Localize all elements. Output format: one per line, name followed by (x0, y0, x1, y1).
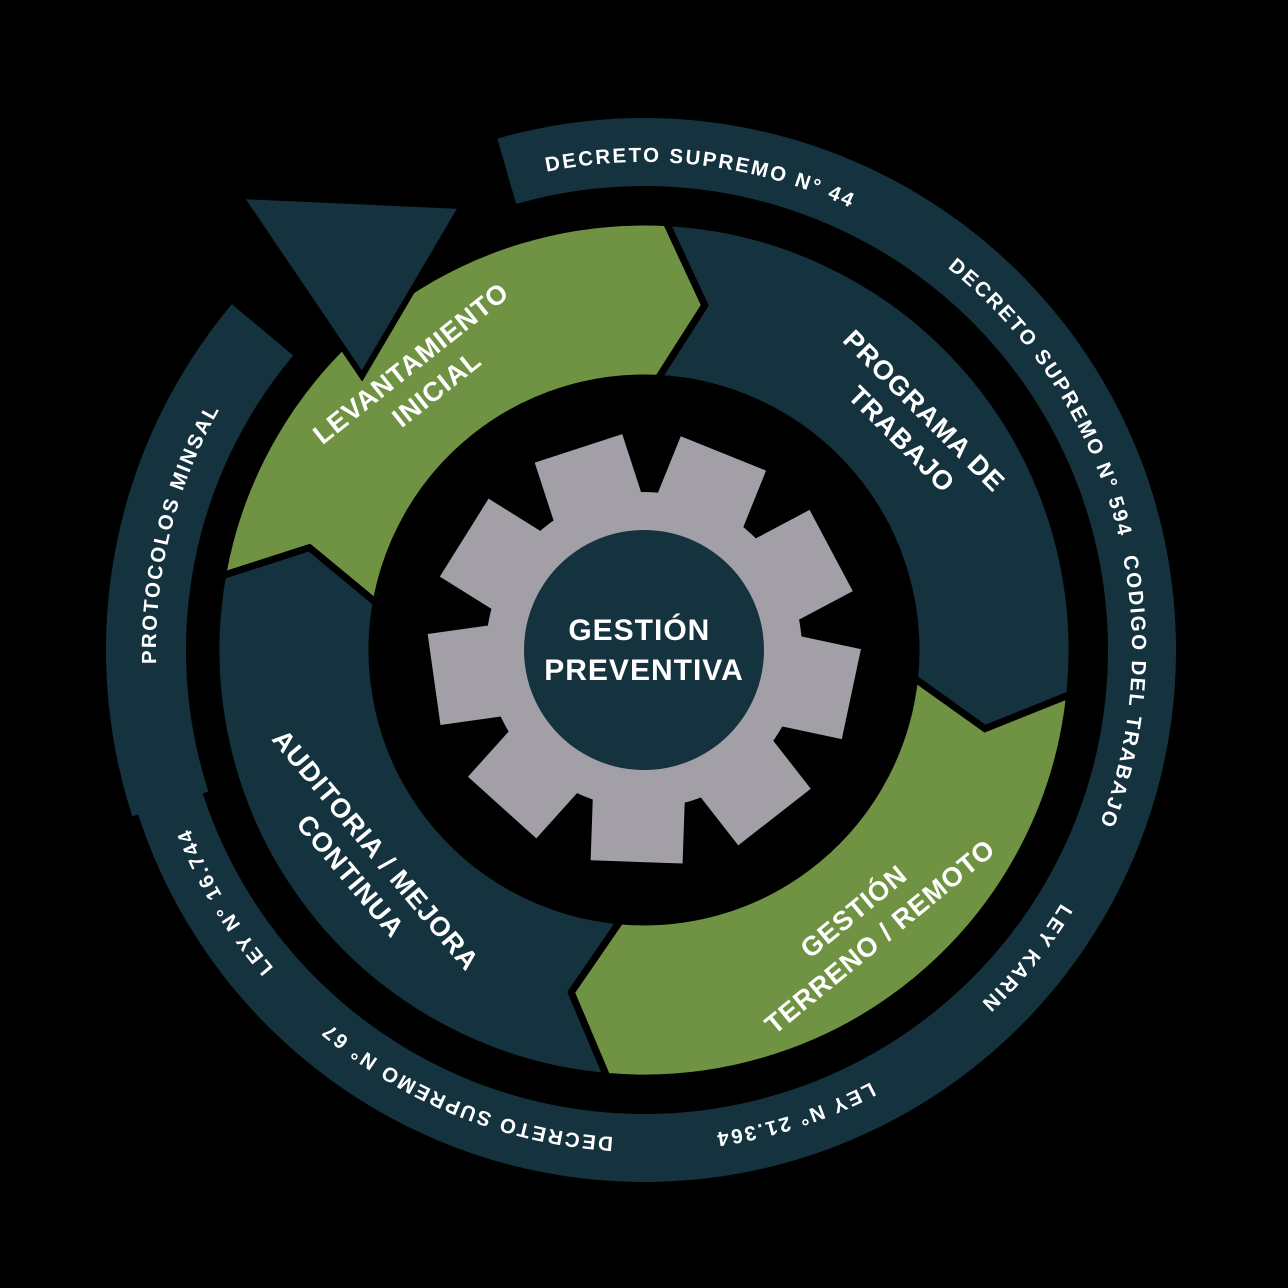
center-hub-label: GESTIÓN PREVENTIVA (544, 613, 743, 687)
segment-programa-de-trabajo (652, 218, 1076, 733)
center-hub-circle (524, 530, 764, 770)
segment-levantamiento-inicial (218, 218, 709, 610)
segment-gestion-terreno-remoto (567, 672, 1074, 1082)
cycle-continue-arrow-head (234, 192, 468, 382)
segment-auditoria-mejora-continua (212, 543, 627, 1081)
